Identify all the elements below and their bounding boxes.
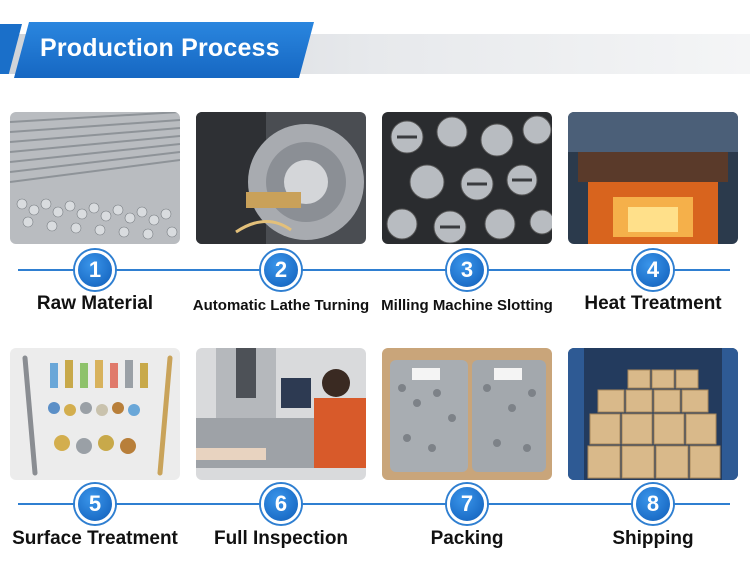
- step-3-label: Milling Machine Slotting: [381, 297, 553, 314]
- raw-material-photo: [10, 112, 180, 244]
- step-6-badge: 6: [261, 484, 301, 524]
- step-2-label: Automatic Lathe Turning: [192, 297, 370, 314]
- milling-photo: [382, 112, 552, 244]
- step-1-badge: 1: [75, 250, 115, 290]
- timeline-row-1: [18, 269, 730, 271]
- timeline-row-2: [18, 503, 730, 505]
- page-title: Production Process: [40, 34, 280, 62]
- step-7-badge: 7: [447, 484, 487, 524]
- heat-treatment-photo: [568, 112, 738, 244]
- title-box: [14, 22, 314, 78]
- step-6-label: Full Inspection: [213, 528, 349, 549]
- packing-photo: [382, 348, 552, 480]
- step-2-badge: 2: [261, 250, 301, 290]
- surface-treatment-photo: [10, 348, 180, 480]
- step-4-badge: 4: [633, 250, 673, 290]
- step-5-badge: 5: [75, 484, 115, 524]
- step-7-label: Packing: [430, 528, 504, 549]
- step-8-badge: 8: [633, 484, 673, 524]
- step-4-label: Heat Treatment: [584, 293, 722, 314]
- step-8-label: Shipping: [612, 528, 694, 549]
- inspection-photo: [196, 348, 366, 480]
- step-1-label: Raw Material: [36, 293, 154, 314]
- step-3-badge: 3: [447, 250, 487, 290]
- lathe-photo: [196, 112, 366, 244]
- shipping-photo: [568, 348, 738, 480]
- step-5-label: Surface Treatment: [12, 528, 178, 549]
